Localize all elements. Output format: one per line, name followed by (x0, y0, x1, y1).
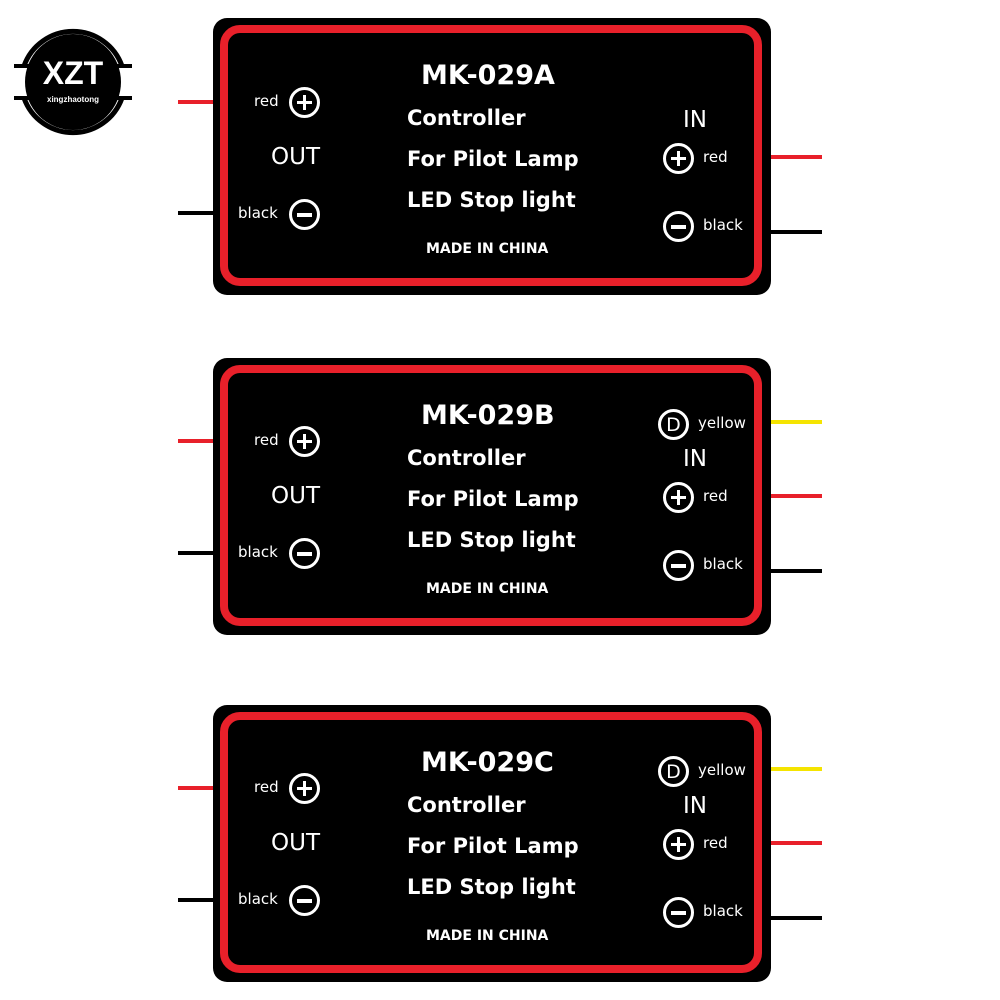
out-red-wire (178, 786, 214, 790)
in-label: IN (683, 446, 707, 472)
model-title: MK-029C (421, 747, 554, 778)
plus-icon (663, 482, 694, 513)
in-neg-wire-label: black (703, 555, 743, 573)
plus-icon (663, 829, 694, 860)
desc-line-controller: Controller (407, 446, 526, 470)
in-neg-wire-label: black (703, 216, 743, 234)
desc-line-pilot-lamp: For Pilot Lamp (407, 487, 579, 511)
out-black-wire (178, 898, 214, 902)
in-d-wire-label: yellow (698, 761, 746, 779)
in-pos-wire-label: red (703, 487, 728, 505)
in-red-wire (770, 155, 822, 159)
in-d-wire-label: yellow (698, 414, 746, 432)
out-label: OUT (271, 830, 320, 856)
desc-line-controller: Controller (407, 106, 526, 130)
brand-logo: XZT xingzhaotong (10, 22, 136, 142)
module-bezel (220, 365, 762, 626)
made-in-label: MADE IN CHINA (426, 241, 549, 257)
in-pos-wire-label: red (703, 148, 728, 166)
in-label: IN (683, 107, 707, 133)
d-symbol: D (666, 414, 681, 436)
model-title: MK-029B (421, 400, 555, 431)
out-neg-wire-label: black (238, 890, 278, 908)
out-neg-wire-label: black (238, 543, 278, 561)
out-pos-wire-label: red (254, 778, 279, 796)
in-red-wire (770, 494, 822, 498)
d-symbol: D (666, 761, 681, 783)
out-label: OUT (271, 483, 320, 509)
plus-icon (289, 773, 320, 804)
desc-line-stop-light: LED Stop light (407, 875, 576, 899)
in-neg-wire-label: black (703, 902, 743, 920)
made-in-label: MADE IN CHINA (426, 928, 549, 944)
out-neg-wire-label: black (238, 204, 278, 222)
module-mk-029b: MK-029B Controller For Pilot Lamp LED St… (213, 358, 771, 635)
in-black-wire (770, 569, 822, 573)
module-mk-029a: MK-029A Controller For Pilot Lamp LED St… (213, 18, 771, 295)
module-bezel (220, 25, 762, 286)
out-pos-wire-label: red (254, 431, 279, 449)
desc-line-stop-light: LED Stop light (407, 188, 576, 212)
minus-icon (289, 538, 320, 569)
minus-icon (289, 885, 320, 916)
out-black-wire (178, 211, 214, 215)
plus-icon (289, 87, 320, 118)
desc-line-stop-light: LED Stop light (407, 528, 576, 552)
module-bezel (220, 712, 762, 973)
module-mk-029c: MK-029C Controller For Pilot Lamp LED St… (213, 705, 771, 982)
minus-icon (663, 897, 694, 928)
logo-brand-text: XZT (42, 55, 104, 91)
out-label: OUT (271, 144, 320, 170)
in-red-wire (770, 841, 822, 845)
logo-subtitle: xingzhaotong (47, 95, 99, 104)
in-pos-wire-label: red (703, 834, 728, 852)
out-pos-wire-label: red (254, 92, 279, 110)
minus-icon (663, 211, 694, 242)
out-black-wire (178, 551, 214, 555)
in-black-wire (770, 230, 822, 234)
desc-line-controller: Controller (407, 793, 526, 817)
in-yellow-wire (770, 767, 822, 771)
desc-line-pilot-lamp: For Pilot Lamp (407, 834, 579, 858)
in-black-wire (770, 916, 822, 920)
plus-icon (663, 143, 694, 174)
desc-line-pilot-lamp: For Pilot Lamp (407, 147, 579, 171)
plus-icon (289, 426, 320, 457)
out-red-wire (178, 100, 214, 104)
minus-icon (289, 199, 320, 230)
d-signal-icon: D (658, 756, 689, 787)
out-red-wire (178, 439, 214, 443)
minus-icon (663, 550, 694, 581)
model-title: MK-029A (421, 60, 555, 91)
logo-badge-icon (14, 28, 132, 136)
made-in-label: MADE IN CHINA (426, 581, 549, 597)
in-yellow-wire (770, 420, 822, 424)
in-label: IN (683, 793, 707, 819)
d-signal-icon: D (658, 409, 689, 440)
